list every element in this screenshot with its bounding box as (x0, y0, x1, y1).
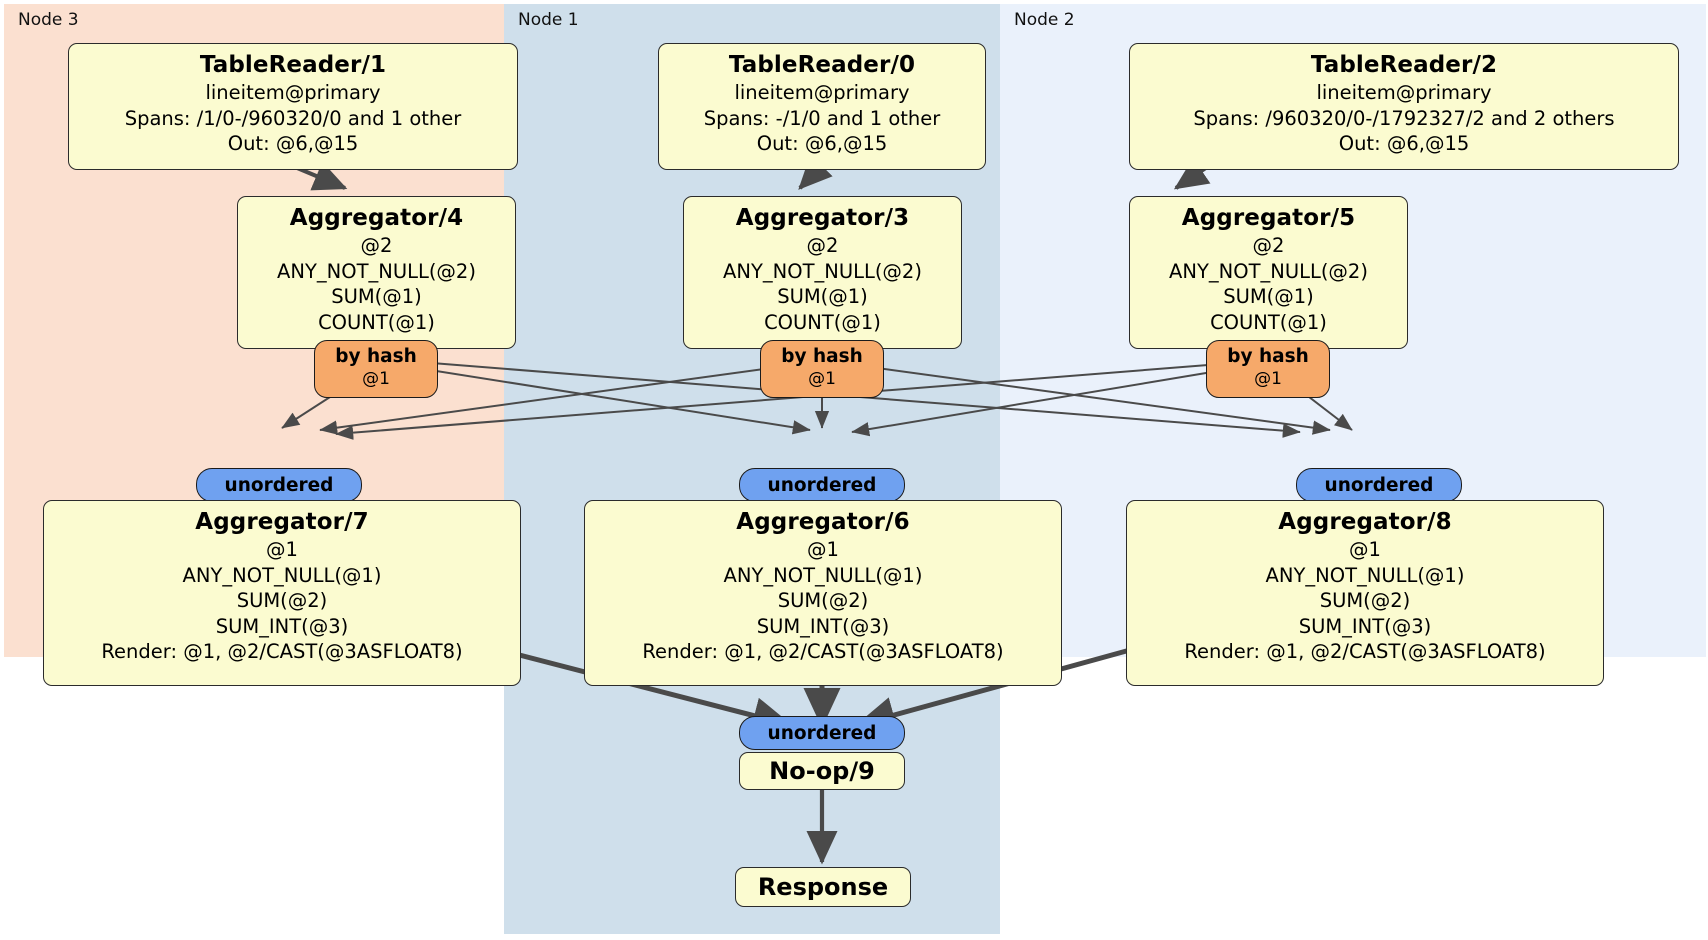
processor-detail: Render: @1, @2/CAST(@3ASFLOAT8) (1184, 640, 1546, 663)
processor-detail: SUM_INT(@3) (215, 614, 349, 638)
router-badge-by-hash-left[interactable]: by hash @1 (314, 340, 438, 398)
processor-detail: SUM(@1) (777, 285, 868, 308)
processor-detail: COUNT(@1) (1210, 310, 1327, 334)
processor-detail: ANY_NOT_NULL(@1) (723, 563, 923, 587)
processor-detail: Spans: /960320/0-/1792327/2 and 2 others (1193, 106, 1615, 130)
processor-title: TableReader/1 (199, 52, 387, 78)
router-column-label: @1 (362, 369, 390, 389)
processor-detail: ANY_NOT_NULL(@2) (723, 259, 922, 283)
router-badge-by-hash-mid[interactable]: by hash @1 (760, 340, 884, 398)
processor-detail: SUM(@2) (1319, 589, 1411, 612)
processor-detail: SUM_INT(@3) (756, 614, 890, 638)
processor-detail: SUM(@1) (331, 285, 422, 308)
processor-detail: @2 (360, 234, 393, 257)
processor-response[interactable]: Response (735, 867, 911, 907)
panel-label-node-1: Node 1 (518, 10, 579, 30)
processor-detail: @2 (1252, 234, 1285, 257)
processor-table-reader-0[interactable]: TableReader/0 lineitem@primary Spans: -/… (658, 43, 986, 170)
processor-title: Response (757, 873, 889, 901)
processor-title: Aggregator/6 (736, 509, 910, 535)
processor-detail: @1 (266, 538, 298, 561)
processor-detail: SUM(@1) (1223, 285, 1314, 308)
processor-detail: COUNT(@1) (318, 310, 435, 334)
sync-badge-unordered-final[interactable]: unordered (739, 716, 905, 750)
processor-aggregator-8[interactable]: Aggregator/8 @1 ANY_NOT_NULL(@1) SUM(@2)… (1126, 500, 1604, 686)
processor-title: Aggregator/8 (1278, 509, 1452, 535)
processor-title: Aggregator/4 (289, 205, 464, 231)
processor-title: TableReader/0 (728, 52, 916, 78)
processor-title: No-op/9 (769, 757, 875, 785)
processor-title: Aggregator/5 (1181, 205, 1356, 231)
sync-badge-unordered-left[interactable]: unordered (196, 468, 362, 502)
processor-detail: Out: @6,@15 (756, 132, 888, 155)
processor-detail: Spans: /1/0-/960320/0 and 1 other (124, 106, 462, 130)
processor-detail: ANY_NOT_NULL(@2) (277, 259, 476, 283)
processor-aggregator-5[interactable]: Aggregator/5 @2 ANY_NOT_NULL(@2) SUM(@1)… (1129, 196, 1408, 349)
processor-detail: SUM(@2) (236, 589, 328, 612)
router-badge-by-hash-right[interactable]: by hash @1 (1206, 340, 1330, 398)
processor-title: Aggregator/7 (195, 509, 369, 535)
router-type-label: by hash (1227, 346, 1309, 367)
processor-detail: Render: @1, @2/CAST(@3ASFLOAT8) (101, 640, 463, 663)
panel-label-node-3: Node 3 (18, 10, 79, 30)
processor-detail: Render: @1, @2/CAST(@3ASFLOAT8) (642, 640, 1004, 663)
processor-noop-9[interactable]: No-op/9 (739, 752, 905, 790)
processor-table-reader-2[interactable]: TableReader/2 lineitem@primary Spans: /9… (1129, 43, 1679, 170)
processor-detail: lineitem@primary (205, 81, 381, 104)
processor-title: Aggregator/3 (735, 205, 910, 231)
router-column-label: @1 (808, 369, 836, 389)
processor-detail: ANY_NOT_NULL(@1) (1265, 563, 1465, 587)
processor-detail: Out: @6,@15 (227, 132, 359, 155)
processor-aggregator-7[interactable]: Aggregator/7 @1 ANY_NOT_NULL(@1) SUM(@2)… (43, 500, 521, 686)
router-type-label: by hash (781, 346, 863, 367)
processor-detail: COUNT(@1) (764, 310, 881, 334)
processor-detail: Spans: -/1/0 and 1 other (703, 106, 941, 130)
processor-detail: @1 (1349, 538, 1381, 561)
processor-detail: lineitem@primary (1316, 81, 1492, 104)
processor-table-reader-1[interactable]: TableReader/1 lineitem@primary Spans: /1… (68, 43, 518, 170)
processor-title: TableReader/2 (1310, 52, 1498, 78)
processor-detail: @2 (806, 234, 839, 257)
processor-detail: SUM_INT(@3) (1298, 614, 1432, 638)
processor-aggregator-4[interactable]: Aggregator/4 @2 ANY_NOT_NULL(@2) SUM(@1)… (237, 196, 516, 349)
panel-label-node-2: Node 2 (1014, 10, 1075, 30)
router-column-label: @1 (1254, 369, 1282, 389)
processor-detail: SUM(@2) (777, 589, 869, 612)
processor-detail: @1 (807, 538, 839, 561)
processor-detail: Out: @6,@15 (1338, 132, 1470, 155)
sync-badge-unordered-mid[interactable]: unordered (739, 468, 905, 502)
processor-detail: ANY_NOT_NULL(@2) (1169, 259, 1368, 283)
processor-detail: lineitem@primary (734, 81, 910, 104)
processor-detail: ANY_NOT_NULL(@1) (182, 563, 382, 587)
router-type-label: by hash (335, 346, 417, 367)
processor-aggregator-3[interactable]: Aggregator/3 @2 ANY_NOT_NULL(@2) SUM(@1)… (683, 196, 962, 349)
processor-aggregator-6[interactable]: Aggregator/6 @1 ANY_NOT_NULL(@1) SUM(@2)… (584, 500, 1062, 686)
sync-badge-unordered-right[interactable]: unordered (1296, 468, 1462, 502)
